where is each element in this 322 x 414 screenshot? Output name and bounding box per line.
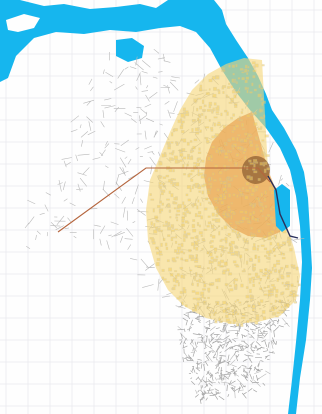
port-line <box>267 175 299 239</box>
upper-island <box>6 14 40 32</box>
block-cells <box>149 61 301 327</box>
port-structure <box>267 175 299 239</box>
axis-line <box>57 167 271 233</box>
water-layer <box>0 0 312 414</box>
radial-axis <box>57 167 271 233</box>
port-basin-small <box>284 208 290 222</box>
lake <box>116 38 144 62</box>
urban-blocks <box>149 61 301 327</box>
